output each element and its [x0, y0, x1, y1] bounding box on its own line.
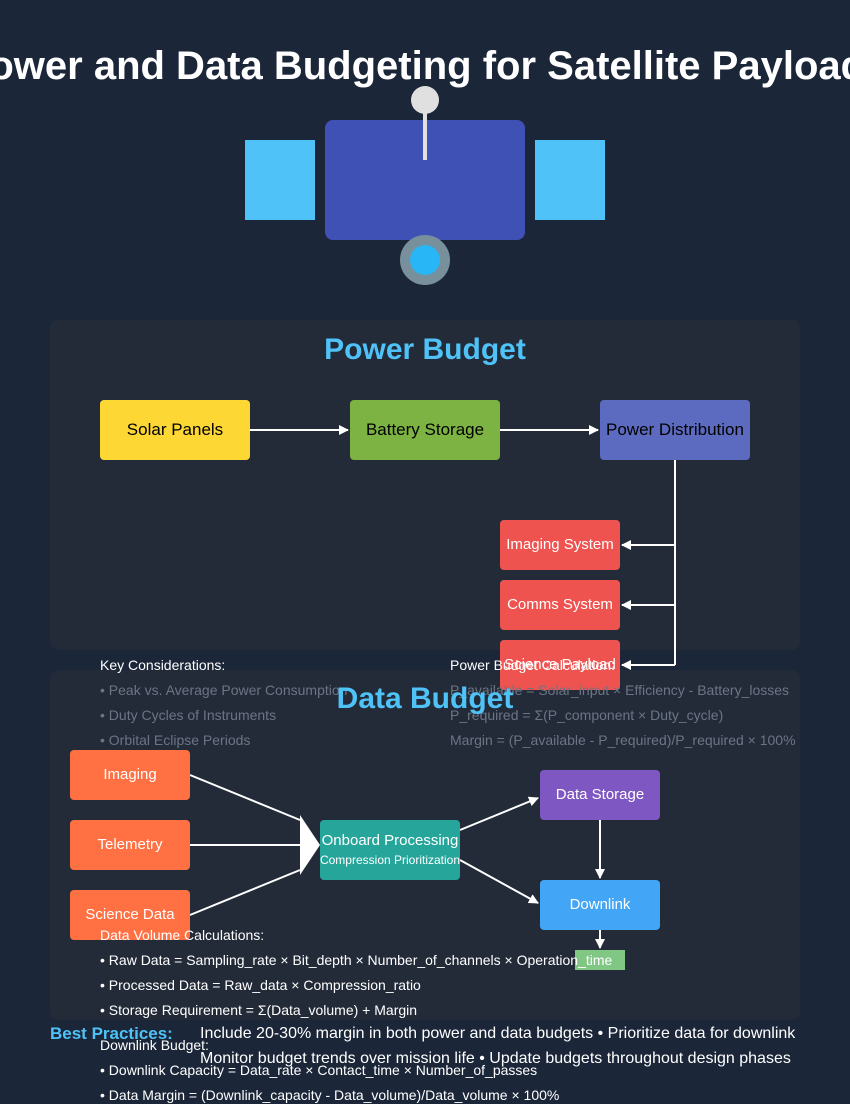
solar-panels-box: Solar Panels — [100, 400, 250, 460]
downlink-budget-heading: Downlink Budget: — [100, 1037, 209, 1053]
downlink-budget-item: • Data Margin = (Downlink_capacity - Dat… — [100, 1087, 560, 1103]
data-volume-heading: Data Volume Calculations: — [100, 927, 265, 943]
power-calc-item: P_available = Solar_input × Efficiency -… — [450, 682, 790, 698]
right-solar-panel — [535, 140, 605, 220]
left-solar-panel — [245, 140, 315, 220]
line-science-to-processing — [189, 869, 301, 916]
battery-storage-box: Battery Storage — [350, 400, 500, 460]
processing-intake-arrowhead — [300, 815, 320, 875]
line-imaging-to-processing — [189, 774, 301, 821]
data-budget-heading: Data Budget — [336, 682, 514, 715]
consideration-item: • Orbital Eclipse Periods — [100, 732, 251, 748]
arrow-processing-to-downlink — [459, 859, 539, 904]
best-practices-line-1: Include 20-30% margin in both power and … — [200, 1025, 796, 1042]
satellite-lens — [410, 245, 440, 275]
downlink-box: Downlink — [540, 880, 660, 930]
power-distribution-box: Power Distribution — [600, 400, 750, 460]
imaging-system-box: Imaging System — [500, 520, 620, 570]
arrow-processing-to-storage — [459, 796, 539, 831]
onboard-processing-label: Onboard Processing — [321, 832, 459, 849]
science-payload-box: Science Payload — [500, 640, 620, 690]
data-volume-item: • Processed Data = Raw_data × Compressio… — [100, 977, 421, 993]
best-practices-label: Best Practices: — [50, 1024, 173, 1043]
considerations-heading: Key Considerations: — [100, 657, 226, 673]
satellite-illustration — [245, 86, 605, 285]
satellite-antenna-tip — [411, 86, 439, 114]
satellite-body — [325, 120, 525, 240]
power-calc-item: Margin = (P_available - P_required)/P_re… — [450, 732, 796, 748]
consideration-item: • Duty Cycles of Instruments — [100, 707, 277, 723]
power-budget-heading: Power Budget — [324, 333, 526, 366]
comms-system-box: Comms System — [500, 580, 620, 630]
data-volume-item: • Storage Requirement = Σ(Data_volume) +… — [100, 1002, 418, 1018]
data-volume-item: • Raw Data = Sampling_rate × Bit_depth ×… — [100, 952, 613, 968]
imaging-source-box: Imaging — [70, 750, 190, 800]
best-practices-line-2: Monitor budget trends over mission life … — [200, 1050, 791, 1067]
power-calc-heading: Power Budget Calculation: — [450, 657, 615, 673]
ground-antenna-icon — [575, 950, 625, 970]
science-data-source-box: Science Data — [70, 890, 190, 940]
onboard-processing-box: Onboard Processing Compression Prioritiz… — [320, 820, 460, 880]
page-title: Power and Data Budgeting for Satellite P… — [0, 44, 850, 88]
power-calc-item: P_required = Σ(P_component × Duty_cycle) — [450, 707, 724, 723]
data-storage-box: Data Storage — [540, 770, 660, 820]
downlink-budget-item: • Downlink Capacity = Data_rate × Contac… — [100, 1062, 538, 1078]
onboard-processing-sublabel: Compression Prioritization — [319, 853, 461, 867]
telemetry-source-box: Telemetry — [70, 820, 190, 870]
consideration-item: • Peak vs. Average Power Consumption — [100, 682, 348, 698]
